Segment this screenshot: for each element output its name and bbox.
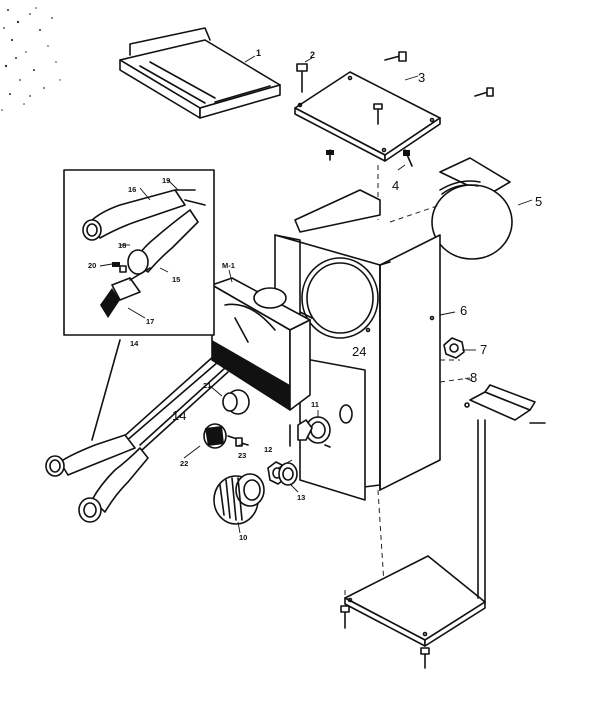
callout-4: 4: [392, 178, 399, 193]
part-7-nut: [443, 337, 465, 359]
part-10-large-knob: [213, 473, 265, 525]
callout-3: 3: [418, 70, 425, 85]
callout-labels: 1 2 3 4 5 6 7 8 10 11 12 13 14 14 15 16 …: [88, 48, 542, 542]
callout-18: 18: [118, 241, 126, 250]
callout-14: 14: [172, 408, 186, 423]
callout-8: 8: [470, 370, 477, 385]
callout-m1: M-1: [222, 261, 235, 270]
part-11-nut: [289, 416, 331, 447]
callout-5: 5: [535, 194, 542, 209]
callout-22: 22: [180, 459, 188, 468]
screws-top: [326, 51, 494, 161]
callout-7: 7: [480, 342, 487, 357]
callout-11: 11: [311, 400, 319, 409]
callout-15: 15: [172, 275, 180, 284]
part-14-test-leads: [45, 339, 229, 523]
m1-meter: [211, 277, 313, 411]
callout-17: 17: [146, 317, 154, 326]
part-21-knob: [222, 389, 250, 415]
callout-12: 12: [264, 445, 272, 454]
inset-box: [63, 169, 215, 336]
callout-6: 6: [460, 303, 467, 318]
callout-20: 20: [88, 261, 96, 270]
part-5-dial: [431, 157, 513, 260]
part-2-screw: [296, 63, 308, 93]
callout-19: 19: [162, 176, 170, 185]
part-8-bracket-tab: [464, 384, 546, 424]
callout-13: 13: [297, 493, 305, 502]
callout-23: 23: [238, 451, 246, 460]
callout-10: 10: [239, 533, 247, 542]
leader-lines: [99, 55, 533, 534]
part-13-washer: [278, 462, 298, 486]
scan-noise: [1, 7, 61, 111]
callout-1: 1: [256, 48, 261, 58]
part-3-cover-plate: [294, 71, 441, 162]
callout-14-inset: 14: [130, 339, 139, 348]
callout-16: 16: [128, 185, 136, 194]
callout-2: 2: [310, 50, 315, 60]
callout-24: 24: [352, 344, 366, 359]
part-23-screw: [235, 437, 249, 447]
bottom-plate: [340, 419, 486, 669]
part-22-knob: [203, 423, 241, 449]
part-1-top-channel: [119, 27, 281, 119]
callout-21: 21: [203, 381, 211, 390]
